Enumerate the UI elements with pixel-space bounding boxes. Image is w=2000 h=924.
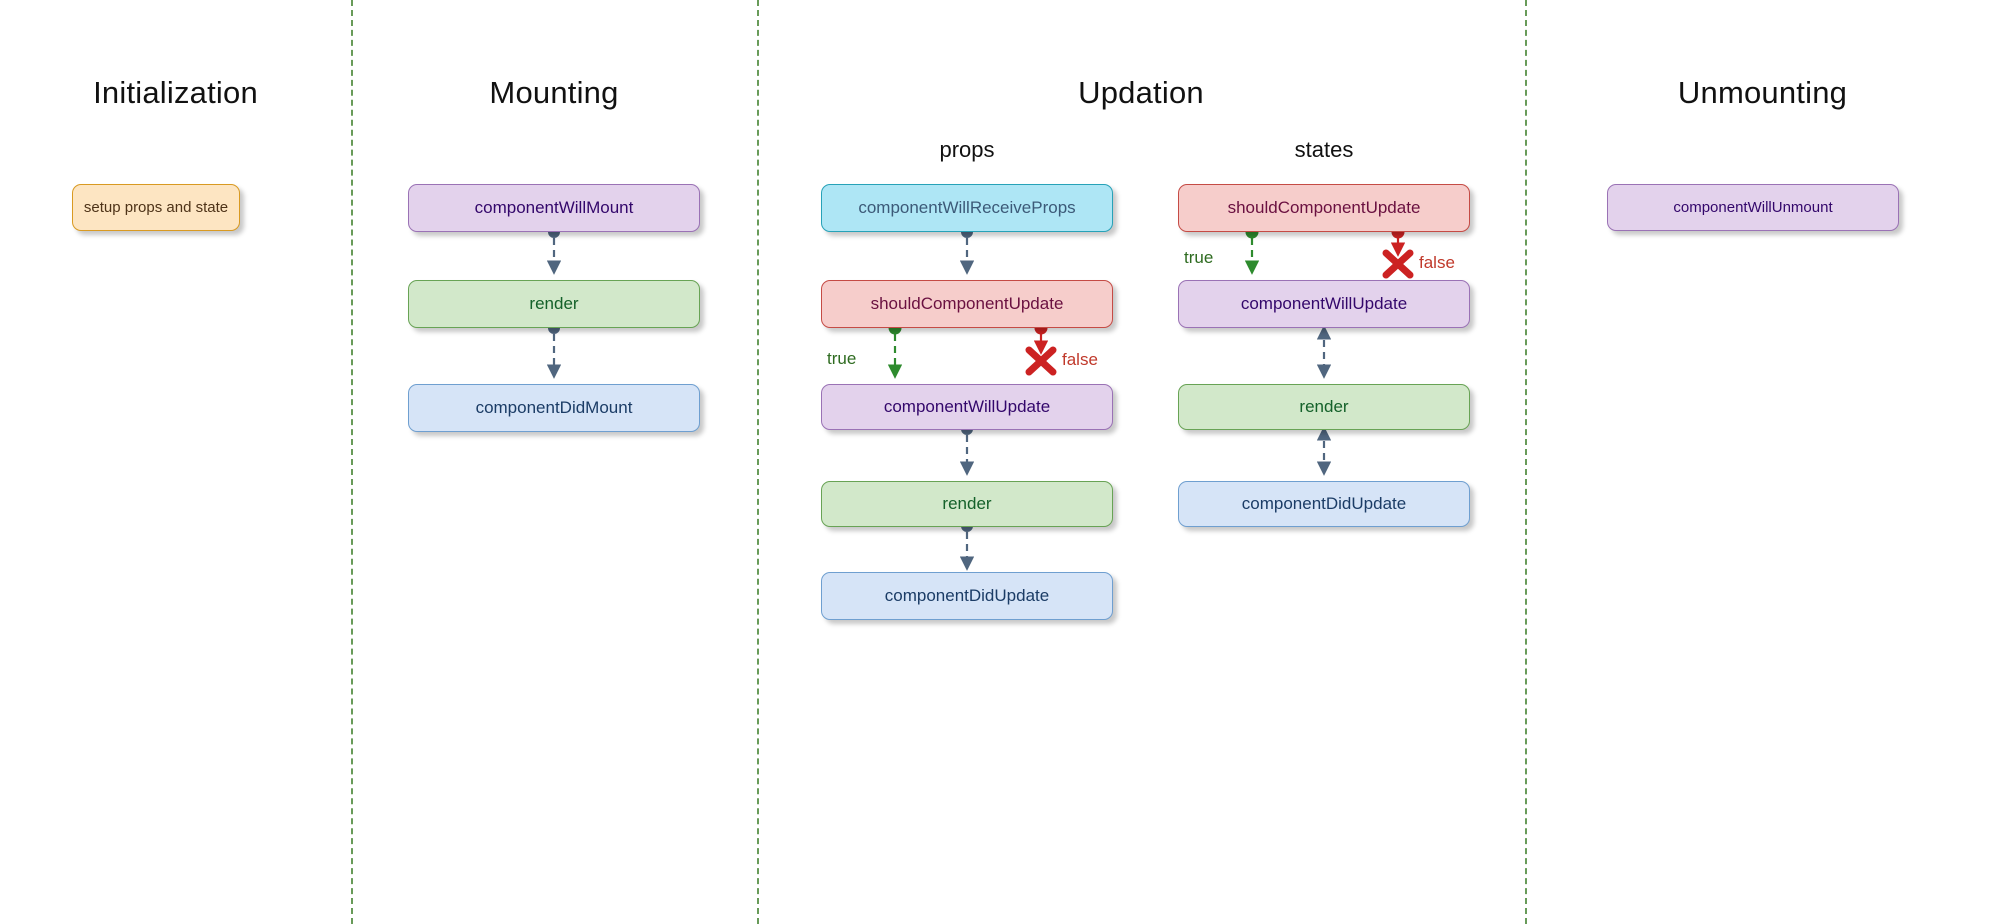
node-render-mounting[interactable]: render	[408, 280, 700, 328]
divider-mounting-updation	[757, 0, 759, 924]
node-component-will-update-states[interactable]: componentWillUpdate	[1178, 280, 1470, 328]
node-should-component-update-states[interactable]: shouldComponentUpdate	[1178, 184, 1470, 232]
section-title-mounting: Mounting	[489, 75, 619, 110]
section-title-updation: Updation	[1078, 75, 1204, 110]
branch-label-states-false: false	[1419, 253, 1455, 272]
section-title-initialization: Initialization	[93, 75, 258, 110]
node-render-states[interactable]: render	[1178, 384, 1470, 430]
divider-initialization-mounting	[351, 0, 353, 924]
node-should-component-update-props[interactable]: shouldComponentUpdate	[821, 280, 1113, 328]
divider-updation-unmounting	[1525, 0, 1527, 924]
branch-label-props-false: false	[1062, 350, 1098, 369]
group-title-props: props	[939, 137, 995, 162]
node-component-will-mount[interactable]: componentWillMount	[408, 184, 700, 232]
section-title-unmounting: Unmounting	[1677, 75, 1848, 110]
node-render-props[interactable]: render	[821, 481, 1113, 527]
node-component-did-update-props[interactable]: componentDidUpdate	[821, 572, 1113, 620]
node-component-did-update-states[interactable]: componentDidUpdate	[1178, 481, 1470, 527]
node-component-did-mount[interactable]: componentDidMount	[408, 384, 700, 432]
node-component-will-unmount[interactable]: componentWillUnmount	[1607, 184, 1899, 231]
group-title-states: states	[1294, 137, 1354, 162]
branch-label-props-true: true	[827, 349, 857, 368]
branch-label-states-true: true	[1184, 248, 1214, 267]
node-setup-props-and-state[interactable]: setup props and state	[72, 184, 240, 231]
node-component-will-receive-props[interactable]: componentWillReceiveProps	[821, 184, 1113, 232]
node-component-will-update-props[interactable]: componentWillUpdate	[821, 384, 1113, 430]
